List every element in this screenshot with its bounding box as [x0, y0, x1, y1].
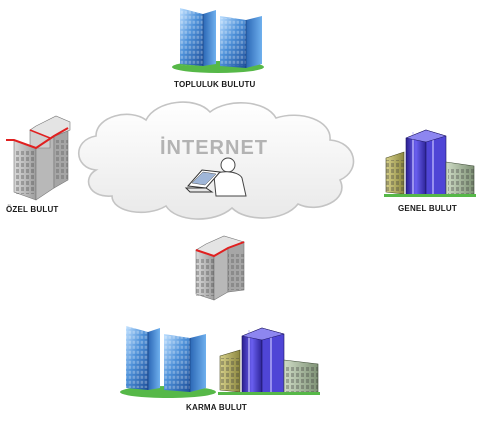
- middle-private-building: [195, 235, 245, 301]
- community-cloud-label: TOPLULUK BULUTU: [174, 80, 256, 89]
- hybrid-cloud-node: [120, 326, 320, 398]
- grey-building-red-roofline-icon: [195, 235, 245, 301]
- grey-building-red-roofline-icon: [6, 115, 71, 201]
- purple-tower-complex-icon: [384, 129, 476, 197]
- private-cloud-label: ÖZEL BULUT: [6, 205, 59, 214]
- internet-cloud: [78, 101, 355, 220]
- private-cloud-node: [6, 115, 71, 201]
- public-cloud-node: [384, 129, 476, 197]
- hybrid-building-group-icon: [120, 326, 320, 398]
- cloud-shape: [78, 101, 355, 220]
- hybrid-cloud-label: KARMA BULUT: [186, 403, 248, 412]
- laptop-user-icon: [184, 157, 247, 197]
- blue-office-towers-icon: [172, 8, 264, 73]
- internet-title: İNTERNET: [160, 136, 268, 159]
- community-cloud-node: [172, 8, 264, 73]
- public-cloud-label: GENEL BULUT: [398, 204, 457, 213]
